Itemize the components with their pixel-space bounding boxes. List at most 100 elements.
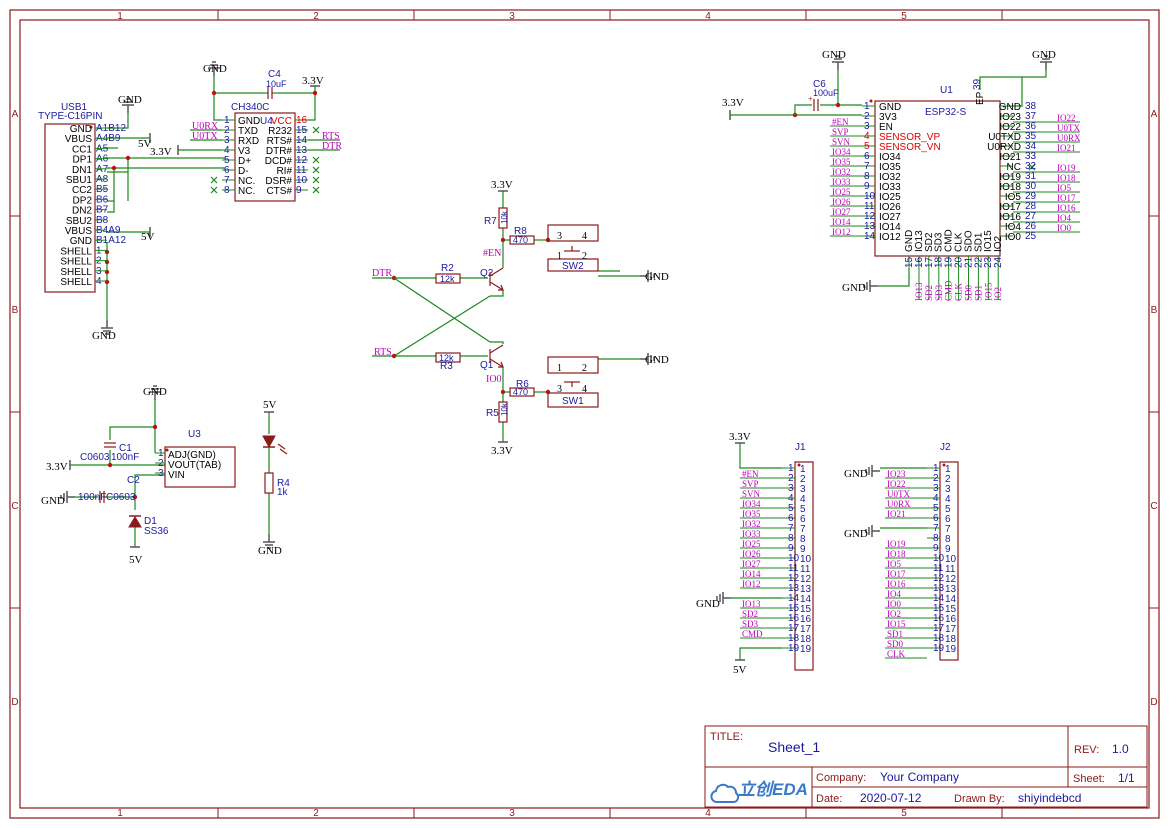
u1-pin-name: IO22: [999, 122, 1021, 133]
ground-symbol: [1040, 55, 1052, 70]
u1-pin-number: 18: [934, 256, 945, 268]
j2-body: [939, 461, 959, 661]
j1-pin-number: 13: [800, 584, 812, 595]
r2-ref: R2: [441, 263, 454, 274]
j1-pin-number: 4: [800, 494, 806, 505]
sheet-label: Sheet:: [1073, 773, 1105, 785]
j2-pin-number: 10: [945, 554, 957, 565]
usb1-dp-wire: [107, 157, 129, 173]
j2-net-label: IO15: [887, 619, 906, 629]
sw1-ref: SW1: [562, 396, 584, 407]
column-marker: 2: [313, 11, 319, 22]
sw1-bot: [547, 392, 599, 408]
j1-3v3-wire: [739, 443, 782, 469]
j1-net-label: IO26: [742, 549, 761, 559]
usb1-pin-number: A1B12: [96, 123, 126, 134]
ground-symbol: [716, 592, 731, 604]
j2-net-label: IO16: [887, 579, 906, 589]
u1-body: [874, 100, 1001, 257]
u1-pin-name: IO18: [999, 182, 1021, 193]
cloud-icon: [710, 783, 740, 804]
j1-pin-number: 16: [800, 614, 812, 625]
j2-pin-number: 5: [933, 503, 939, 514]
u1-net-label: IO34: [832, 147, 851, 157]
j1-pin-number: 14: [788, 593, 800, 604]
r2-value: 12k: [440, 274, 455, 284]
u1-net-label: IO33: [832, 177, 851, 187]
ground-symbol: [60, 491, 75, 503]
3v3-label: 3.3V: [302, 75, 324, 87]
sw2-pin: 2: [582, 251, 587, 262]
u4-pin-name: RTS#: [267, 136, 293, 147]
usb1-pin-name: GND: [70, 236, 92, 247]
u1-pin-number: 27: [1025, 211, 1037, 222]
u1-bottom-net-label: CLK: [954, 282, 964, 301]
j2-pin-number: 19: [945, 644, 957, 655]
usb1-body: [44, 123, 96, 293]
j1-pin-number: 3: [800, 484, 806, 495]
junction-dot: [104, 279, 110, 285]
u1-ep-number: 39: [972, 78, 983, 90]
u4-pin-name: DSR#: [265, 176, 292, 187]
3v3-label: 3.3V: [150, 146, 172, 158]
j1-pin-number: 4: [788, 493, 794, 504]
gnd-label: GND: [696, 598, 720, 610]
j1-pin-number: 2: [788, 473, 794, 484]
u1-net-label: IO12: [832, 227, 851, 237]
u4-pin-name: GND: [238, 116, 260, 127]
q2-collector: [489, 267, 504, 277]
u1-pin-number: 17: [924, 256, 935, 268]
gnd-label: GND: [1032, 49, 1056, 61]
j2-pin-number: 2: [945, 474, 951, 485]
j1-pin-number: 1: [788, 463, 794, 474]
j1-pin-number: 5: [788, 503, 794, 514]
u4-pin-name: RI#: [276, 166, 292, 177]
j1-net-label: IO27: [742, 559, 761, 569]
j2-net-label: IO18: [887, 549, 906, 559]
j1-net-label: CMD: [742, 629, 763, 639]
5v-label: 5V: [129, 554, 143, 566]
u1-pin-number: 2: [864, 111, 870, 122]
drawn-by-label: Drawn By:: [954, 793, 1005, 805]
no-connect-mark: [312, 126, 320, 134]
title-label: TITLE:: [710, 731, 743, 743]
u4-pin-number: 8: [224, 185, 230, 196]
j2-ref: J2: [940, 442, 951, 453]
u3-ref: U3: [188, 429, 201, 440]
j2-pin-number: 7: [945, 524, 951, 535]
u4-pin-name: V3: [238, 146, 251, 157]
u1-pin-name: IO13: [914, 230, 925, 252]
no-connect-mark: [312, 176, 320, 184]
j2-net-label: SD0: [887, 639, 904, 649]
net-label-dtr: DTR: [322, 141, 342, 152]
j1-body: [794, 461, 814, 671]
u1-pin-number: 14: [864, 231, 876, 242]
j1-pin-number: 7: [788, 523, 794, 534]
u1-pin-name: CLK: [954, 232, 965, 252]
u1-pin-number: 33: [1025, 151, 1037, 162]
3v3-label: 3.3V: [722, 97, 744, 109]
r7-body: [498, 207, 508, 229]
u1-net-label: IO4: [1057, 213, 1071, 223]
u1-pin-number: 11: [864, 201, 875, 212]
u1-pin-name: IO35: [879, 162, 901, 173]
gnd-label: GND: [822, 49, 846, 61]
u1-pin-number: 32: [1025, 161, 1037, 172]
usb1-pin-name: GND: [70, 124, 92, 135]
j2-pin-number: 14: [945, 594, 957, 605]
outer-border: [9, 9, 1160, 819]
u1-pin-name: IO25: [879, 192, 901, 203]
ground-symbol: [149, 385, 161, 400]
j2-pin-number: 16: [945, 614, 957, 625]
u1-net-label: IO27: [832, 207, 851, 217]
net-label-rts: RTS: [322, 131, 340, 142]
j2-pin-number: 14: [933, 593, 945, 604]
c6-wire: [794, 104, 812, 115]
j2-pin-number: 13: [933, 583, 945, 594]
u1-pin-number: 19: [944, 256, 955, 268]
j1-net-label: SVP: [742, 479, 759, 489]
no-connect-mark: [210, 186, 218, 194]
3v3-label: 3.3V: [46, 461, 68, 473]
ground-symbol: [832, 55, 844, 70]
gnd-label: GND: [645, 354, 669, 366]
